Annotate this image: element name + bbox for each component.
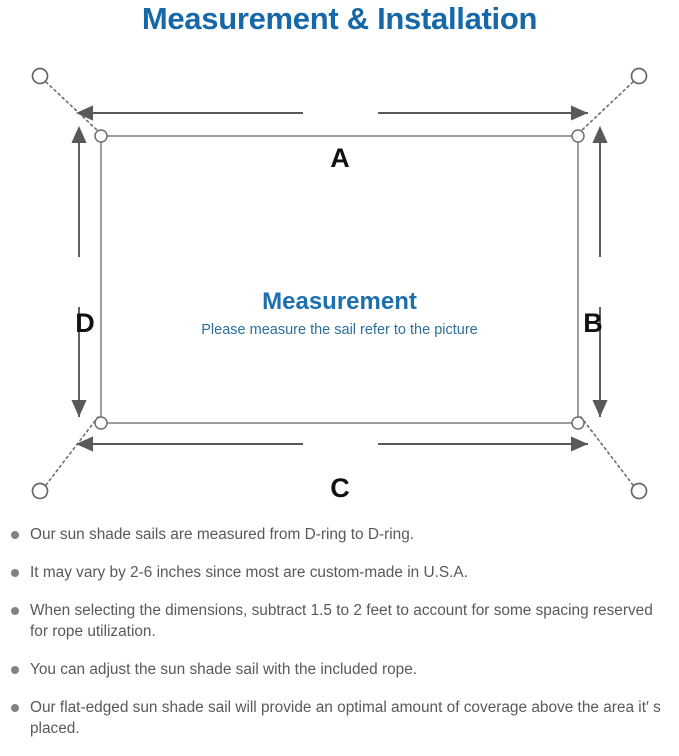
sail-measurement-diagram: Measurement Please measure the sail refe…: [0, 45, 679, 510]
bullet-icon: [11, 666, 19, 674]
dimension-label-a: A: [330, 143, 350, 173]
list-item: It may vary by 2-6 inches since most are…: [0, 562, 679, 583]
anchor-point-top-right: [630, 67, 648, 85]
list-item: Our sun shade sails are measured from D-…: [0, 524, 679, 545]
dimension-label-c: C: [330, 473, 350, 503]
tether-lines: [45, 81, 634, 486]
note-text: You can adjust the sun shade sail with t…: [30, 661, 418, 678]
anchor-point-bottom-right: [630, 482, 648, 500]
bullet-icon: [11, 569, 19, 577]
anchor-point-top-left: [31, 67, 49, 85]
anchor-point-bottom-left: [31, 482, 49, 500]
tether-line-top-left: [45, 81, 99, 132]
sail-center-sublabel: Please measure the sail refer to the pic…: [201, 322, 478, 338]
diagram-svg: [31, 67, 648, 500]
note-text: Our sun shade sails are measured from D-…: [30, 526, 415, 543]
shade-sail-body: [100, 135, 579, 424]
d-ring-top-left: [94, 129, 108, 143]
bullet-icon: [11, 704, 19, 712]
page-title: Measurement & Installation: [141, 1, 538, 36]
notes-list: Our sun shade sails are measured from D-…: [0, 524, 679, 756]
d-rings: [94, 129, 585, 430]
tether-line-top-right: [580, 81, 634, 132]
tether-line-bottom-right: [580, 416, 634, 486]
tether-line-bottom-left: [45, 416, 99, 486]
d-ring-bottom-right: [571, 416, 585, 430]
list-item: When selecting the dimensions, subtract …: [0, 600, 679, 642]
anchor-points: [31, 67, 648, 500]
bullet-icon: [11, 531, 19, 539]
note-text: Our flat-edged sun shade sail will provi…: [30, 699, 661, 737]
list-item: You can adjust the sun shade sail with t…: [0, 659, 679, 680]
sail-center-label: Measurement: [262, 288, 417, 315]
dimension-label-d: D: [75, 308, 95, 338]
bullet-icon: [11, 607, 19, 615]
dimension-label-b: B: [583, 308, 603, 338]
list-item: Our flat-edged sun shade sail will provi…: [0, 697, 679, 739]
d-ring-bottom-left: [94, 416, 108, 430]
note-text: It may vary by 2-6 inches since most are…: [30, 564, 468, 581]
d-ring-top-right: [571, 129, 585, 143]
note-text: When selecting the dimensions, subtract …: [30, 602, 653, 640]
